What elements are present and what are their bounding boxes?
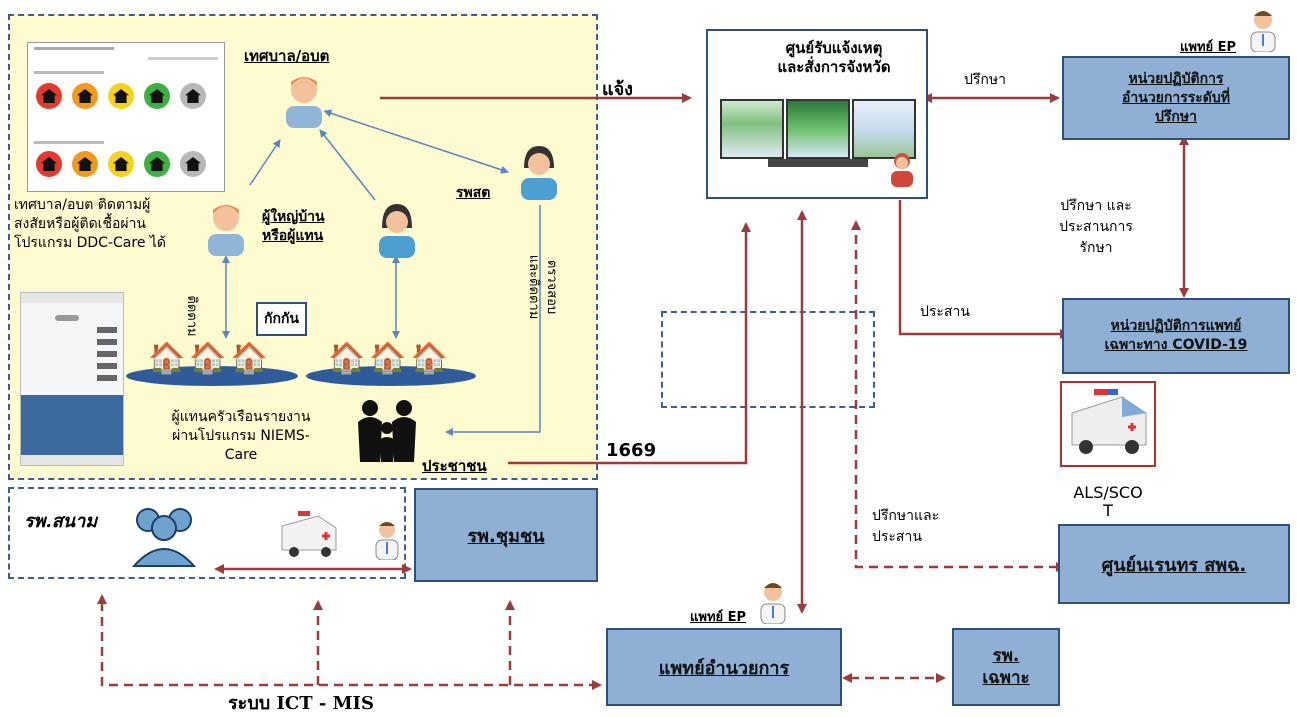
coordinate-label: ประสาน [920,304,970,320]
hotline-label: 1669 [606,440,657,461]
follow-label: ติดตาม [184,295,199,337]
als-sco-label: ALS/SCO T [1073,483,1143,520]
village-head-icon [200,200,252,256]
arrow-1669 [508,222,751,465]
small-ambulance-icon [278,508,342,560]
risk-level-row [36,151,206,177]
dashboard-image [27,42,225,192]
consult-coordinate-care-label: ปรึกษา และ ประสานการ รักษา [1059,198,1133,256]
medical-director-label: แพทย์อำนวยการ [658,657,790,679]
inspect-follow-label: ตรวจสอบ และติดตาม [526,254,559,320]
patients-group-icon [130,502,198,568]
community-hospital-box[interactable]: รพ.ชุมชน [414,488,598,582]
mobile-app-image [20,292,124,466]
village-woman-icon [370,202,424,258]
rpsst-staff-icon [512,144,566,200]
field-hospital-label: รพ.สนาม [24,511,98,532]
citizens-label: ประชาชน [422,457,487,475]
risk-level-house-icon [72,83,98,109]
risk-level-row [36,83,206,109]
arrow-ict [97,594,602,690]
ambulance-icon [1071,389,1147,454]
covid-unit-box[interactable]: หน่วยปฏิบัติการแพทย์ เฉพาะทาง COVID-19 [1062,298,1290,374]
consult-coordinate-label: ปรึกษาและ ประสาน [872,508,940,545]
risk-level-house-icon [72,151,98,177]
municipality-officer-icon [278,72,330,128]
command-center-label: ศูนย์รับแจ้งเหตุ และสั่งการจังหวัด [777,39,891,76]
consult-unit-label: หน่วยปฏิบัติการ อำนวยการระดับที่ ปรึกษา [1121,70,1230,125]
household-group-1: 🏠🏠🏠 [126,342,298,386]
risk-level-house-icon [144,83,170,109]
medical-director-box[interactable]: แพทย์อำนวยการ [606,628,842,706]
risk-level-house-icon [180,83,206,109]
field-hospital-zone [8,487,406,579]
narenthorn-box[interactable]: ศูนย์นเรนทร สพฉ. [1058,524,1290,604]
household-group-2: 🏠🏠🏠 [306,342,476,386]
ambulance-box [1060,381,1156,467]
household-desc: ผู้แทนครัวเรือนรายงาน ผ่านโปรแกรม NIEMS-… [171,409,311,463]
monitor-wall-icon [720,99,916,159]
rpsst-label: รพสต [456,185,491,201]
doctor-icon [758,580,788,625]
command-center-box[interactable]: ศูนย์รับแจ้งเหตุ และสั่งการจังหวัด [706,29,928,199]
risk-level-house-icon [180,151,206,177]
risk-level-house-icon [108,83,134,109]
consult-unit-box[interactable]: หน่วยปฏิบัติการ อำนวยการระดับที่ ปรึกษา [1062,56,1290,140]
family-icon [352,398,424,462]
village-head-label: ผู้ใหญ่บ้าน หรือผู้แทน [262,209,325,244]
risk-level-house-icon [108,151,134,177]
doctor-icon [372,520,402,561]
municipality-desc: เทศบาล/อบต ติดตามผู้ สงสัยหรือผู้ติดเชื้… [14,197,167,251]
community-hospital-label: รพ.ชุมชน [467,525,545,547]
isolate-label: กักกัน [256,302,307,336]
arrow-narenthorn [851,220,1066,572]
special-hospital-box[interactable]: รพ. เฉพาะ [952,628,1060,706]
risk-level-house-icon [36,83,62,109]
ep-doctor-bottom-label: แพทย์ EP [690,610,747,625]
house-icon: 🏠🏠🏠 [148,341,273,376]
special-hospital-label: รพ. เฉพาะ [982,646,1030,688]
risk-level-house-icon [36,151,62,177]
house-icon: 🏠🏠🏠 [328,341,453,376]
doctor-icon [1248,8,1278,53]
covid-unit-label: หน่วยปฏิบัติการแพทย์ เฉพาะทาง COVID-19 [1104,318,1248,353]
municipality-label: เทศบาล/อบต [244,47,330,65]
consult-label: ปรึกษา [964,72,1006,88]
narenthorn-label: ศูนย์นเรนทร สพฉ. [1101,554,1247,576]
risk-level-house-icon [144,151,170,177]
ep-doctor-top-label: แพทย์ EP [1180,40,1237,55]
operator-icon [888,151,916,187]
report-label: แจ้ง [602,79,633,100]
ict-system-label: ระบบ ICT - MIS [228,693,374,714]
